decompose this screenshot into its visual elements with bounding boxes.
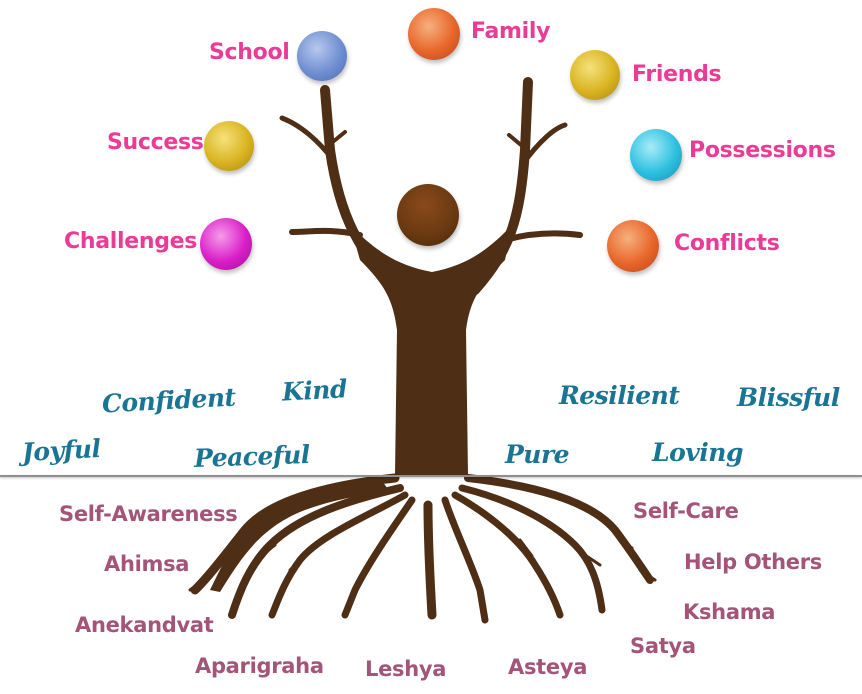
root-label-help-others: Help Others bbox=[684, 550, 822, 574]
influence-label-success: Success bbox=[107, 130, 204, 155]
quality-label-loving: Loving bbox=[652, 438, 743, 467]
influence-label-possessions: Possessions bbox=[689, 138, 836, 163]
influence-label-friends: Friends bbox=[632, 62, 722, 87]
influence-label-family: Family bbox=[471, 19, 551, 44]
root-label-self-care: Self-Care bbox=[633, 499, 739, 523]
quality-label-blissful: Blissful bbox=[737, 383, 840, 412]
friends-ball-icon bbox=[570, 50, 620, 100]
root-label-satya: Satya bbox=[630, 634, 696, 658]
root-label-anekandvat: Anekandvat bbox=[75, 613, 214, 637]
root-label-asteya: Asteya bbox=[508, 655, 588, 679]
root-label-ahimsa: Ahimsa bbox=[104, 552, 190, 576]
success-ball-icon bbox=[204, 121, 254, 171]
influence-label-conflicts: Conflicts bbox=[674, 231, 780, 256]
root-label-leshya: Leshya bbox=[365, 657, 447, 681]
possessions-ball-icon bbox=[630, 129, 682, 181]
root-label-kshama: Kshama bbox=[683, 600, 776, 624]
root-label-self-awareness: Self-Awareness bbox=[59, 502, 238, 526]
quality-label-confident: Confident bbox=[101, 382, 237, 419]
tree-roots bbox=[188, 473, 657, 624]
root-label-aparigraha: Aparigraha bbox=[195, 654, 324, 678]
quality-label-peaceful: Peaceful bbox=[193, 439, 311, 474]
school-ball-icon bbox=[297, 31, 347, 81]
challenges-ball-icon bbox=[200, 218, 252, 270]
person-head-icon bbox=[397, 184, 459, 246]
quality-label-kind: Kind bbox=[281, 374, 348, 407]
quality-label-pure: Pure bbox=[505, 440, 570, 469]
influence-label-challenges: Challenges bbox=[64, 229, 198, 254]
tree-trunk bbox=[350, 225, 512, 475]
quality-label-resilient: Resilient bbox=[559, 381, 680, 410]
conflicts-ball-icon bbox=[607, 220, 659, 272]
quality-label-joyful: Joyful bbox=[21, 433, 102, 468]
influence-label-school: School bbox=[209, 40, 290, 65]
family-ball-icon bbox=[408, 8, 460, 60]
ground-line bbox=[0, 475, 862, 477]
